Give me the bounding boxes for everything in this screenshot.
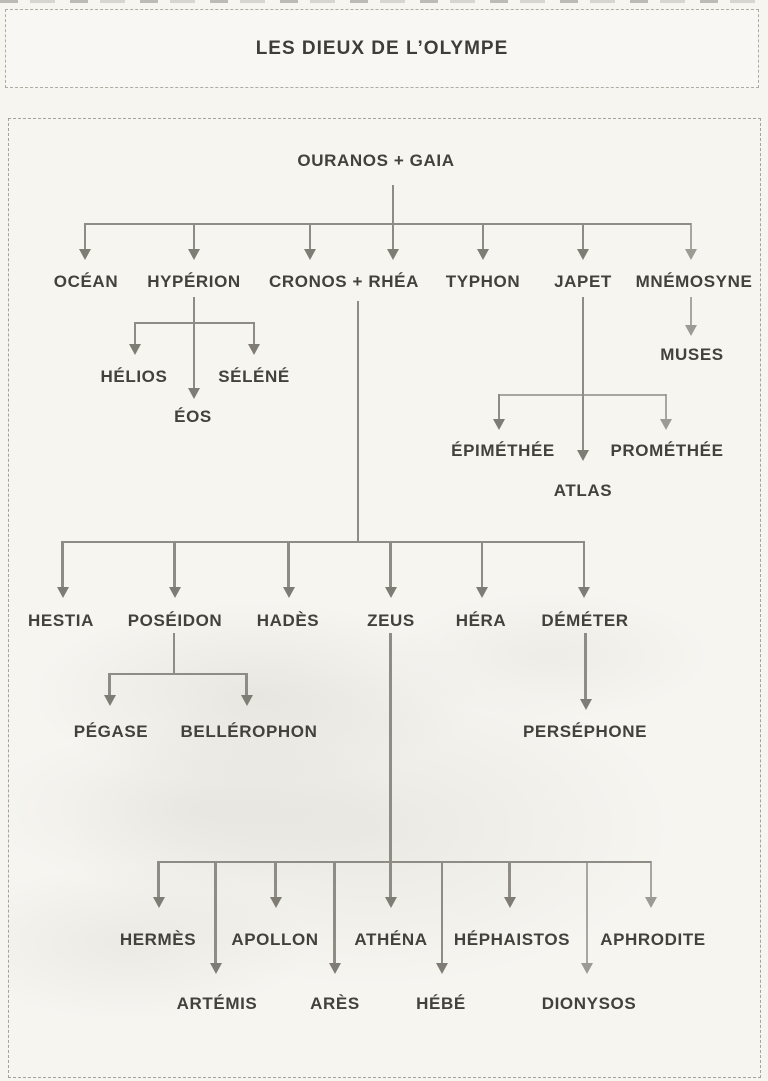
title-box: LES DIEUX DE L’OLYMPE <box>5 9 759 88</box>
node-epimethee: ÉPIMÉTHÉE <box>451 441 555 460</box>
arrow-to-persephone <box>579 633 592 710</box>
node-demeter: DÉMÉTER <box>541 611 629 630</box>
node-poseidon: POSÉIDON <box>127 611 223 630</box>
node-cronos-rhea: CRONOS + RHÉA <box>269 272 419 291</box>
node-artemis: ARTÉMIS <box>176 994 258 1013</box>
arrow-to-epimethee <box>493 394 505 430</box>
node-muses: MUSES <box>660 345 724 364</box>
node-ares: ARÈS <box>310 994 360 1013</box>
node-hermes: HERMÈS <box>119 930 197 949</box>
stem-root <box>392 185 394 223</box>
stem-cronos-rhea <box>357 301 359 541</box>
node-dionysos: DIONYSOS <box>541 994 637 1013</box>
scan-artifact-edge <box>0 0 768 3</box>
node-persephone: PERSÉPHONE <box>522 722 648 741</box>
node-bellerophon: BELLÉROPHON <box>180 722 318 741</box>
node-ouranos-gaia: OURANOS + GAIA <box>297 151 455 170</box>
arrow-to-bellerophon <box>240 673 253 706</box>
node-athena: ATHÉNA <box>354 930 428 949</box>
arrow-to-aphrodite <box>645 861 657 908</box>
node-eos: ÉOS <box>174 407 212 426</box>
arrow-to-hera <box>476 541 488 598</box>
stem-poseidon <box>173 633 175 673</box>
node-aphrodite: APHRODITE <box>600 930 706 949</box>
arrow-to-hestia <box>56 541 69 598</box>
node-hebe: HÉBÉ <box>416 994 466 1013</box>
bus-gen3 <box>157 861 651 863</box>
node-hephaistos: HÉPHAISTOS <box>453 930 571 949</box>
node-hestia: HESTIA <box>28 611 94 630</box>
node-ocean: OCÉAN <box>53 272 119 291</box>
node-typhon: TYPHON <box>445 272 521 291</box>
node-atlas: ATLAS <box>553 481 613 500</box>
arrow-to-cronos <box>304 223 316 260</box>
arrow-to-hephaistos <box>503 861 516 908</box>
arrow-to-muses <box>685 297 697 336</box>
arrow-to-pegase <box>103 673 116 706</box>
bus-gen1 <box>85 223 691 225</box>
arrow-to-hades <box>282 541 295 598</box>
arrow-to-demeter <box>578 541 590 598</box>
arrow-to-apollon <box>269 861 282 908</box>
arrow-to-japet <box>577 223 589 260</box>
stem-zeus <box>389 633 392 861</box>
node-hera: HÉRA <box>455 611 507 630</box>
node-japet: JAPET <box>554 272 612 291</box>
arrow-to-hebe <box>436 861 448 974</box>
arrow-to-atlas <box>577 394 589 461</box>
node-helios: HÉLIOS <box>100 367 168 386</box>
arrow-to-zeus <box>384 541 397 598</box>
arrow-to-rhea <box>387 223 399 260</box>
node-selene: SÉLÉNÉ <box>218 367 290 386</box>
node-promethee: PROMÉTHÉE <box>610 441 724 460</box>
family-tree-frame: OURANOS + GAIA OCÉAN HYPÉRION CRONOS + R… <box>8 118 761 1078</box>
node-zeus: ZEUS <box>367 611 415 630</box>
arrow-to-eos <box>188 322 200 399</box>
arrow-to-poseidon <box>168 541 181 598</box>
arrow-to-selene <box>248 322 260 355</box>
stem-japet <box>582 297 584 394</box>
node-mnemosyne: MNÉMOSYNE <box>635 272 753 291</box>
page-title: LES DIEUX DE L’OLYMPE <box>255 37 509 59</box>
arrow-to-helios <box>129 322 141 355</box>
arrow-to-typhon <box>477 223 489 260</box>
bus-poseidon <box>108 673 246 675</box>
arrow-to-dionysos <box>581 861 593 974</box>
node-pegase: PÉGASE <box>73 722 149 741</box>
node-hyperion: HYPÉRION <box>147 272 241 291</box>
bus-gen2 <box>61 541 584 543</box>
stem-hyperion <box>193 297 195 322</box>
arrow-to-athena <box>384 861 397 908</box>
arrow-to-mnemosyne <box>685 223 697 260</box>
arrow-to-hermes <box>152 861 165 908</box>
node-hades: HADÈS <box>256 611 320 630</box>
arrow-to-ocean <box>79 223 91 260</box>
arrow-to-artemis <box>209 861 222 974</box>
arrow-to-ares <box>328 861 341 974</box>
arrow-to-promethee <box>660 394 672 430</box>
arrow-to-hyperion <box>188 223 200 260</box>
node-apollon: APOLLON <box>231 930 319 949</box>
